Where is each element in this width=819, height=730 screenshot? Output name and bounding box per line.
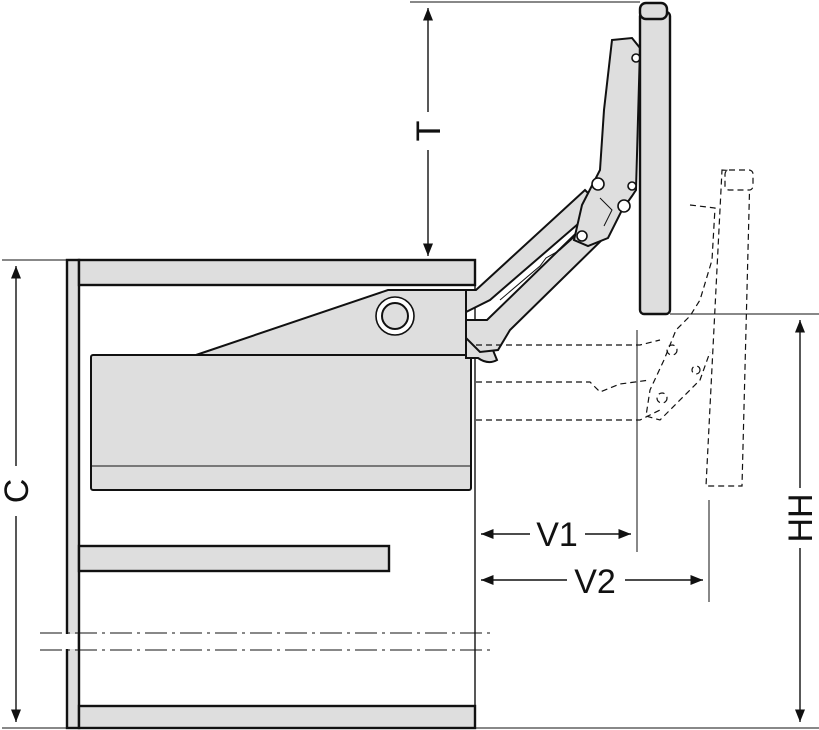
flap-door-dashed (705, 169, 751, 487)
arm-dashed-upper (476, 339, 661, 346)
flap-door-panel (638, 10, 672, 316)
pivot-bolt-inner (381, 302, 409, 330)
cabinet (40, 258, 490, 730)
hinge-bracket (572, 36, 642, 248)
cabinet-top-panel (77, 258, 477, 287)
cabinet-side-panel (65, 258, 81, 730)
arm-dashed-lower (476, 409, 661, 421)
lift-arm-lower (465, 213, 612, 354)
dimension-c: C (0, 259, 67, 729)
cabinet-shelf (77, 544, 391, 573)
break-gap (55, 634, 77, 649)
hinge-pin-5 (627, 181, 637, 191)
arm-inner-detail (499, 231, 581, 301)
pin-dashed-3 (691, 365, 701, 375)
cabinet-bottom-panel (77, 704, 477, 730)
hinge-pin-3 (576, 230, 588, 242)
pin-dashed-2 (656, 392, 668, 404)
dimension-hh: HH (475, 313, 819, 729)
hinge-pin-2 (617, 199, 631, 213)
flap-door-alternate-position (476, 169, 754, 487)
mechanism-housing-box (90, 354, 472, 491)
hinge-pin-1 (591, 177, 605, 191)
arm-dashed-middle (476, 379, 651, 393)
label-v2: V2 (574, 563, 616, 601)
mechanism-base-plate (195, 289, 467, 356)
dimension-t: T (410, 1, 640, 256)
label-v1: V1 (536, 516, 578, 554)
dimension-v1: V1 (481, 330, 638, 554)
label-t: T (410, 121, 448, 142)
flap-door-open (638, 1, 672, 316)
flap-door-dashed-cap (724, 169, 754, 191)
hinge-detail (599, 197, 613, 227)
lift-mechanism-housing (90, 289, 499, 491)
label-hh: HH (782, 493, 819, 542)
lift-arm (465, 36, 642, 354)
pin-dashed-1 (666, 344, 678, 356)
label-c: C (0, 479, 36, 504)
flap-door-top-cap (638, 1, 669, 21)
dimension-v2: V2 (481, 500, 710, 602)
